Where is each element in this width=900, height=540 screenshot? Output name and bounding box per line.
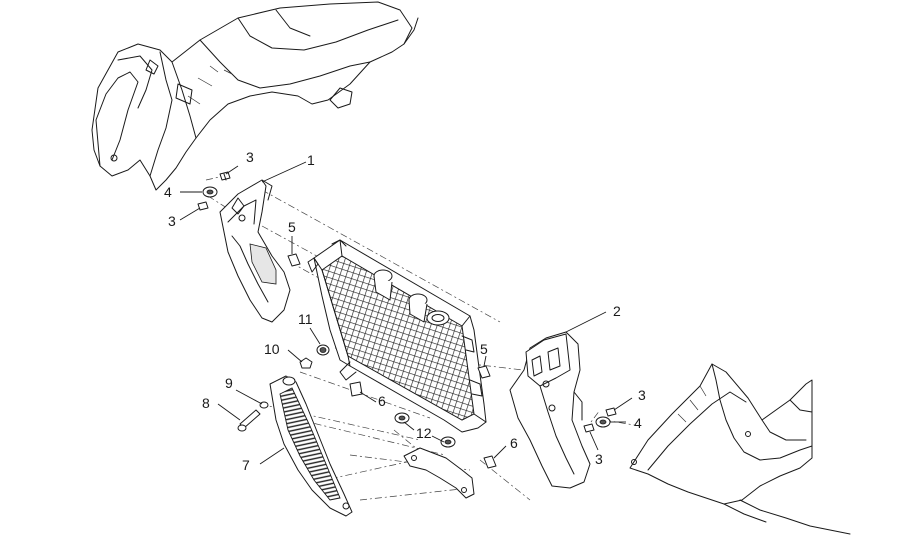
callout-11: 11 bbox=[298, 311, 313, 327]
callout-2: 2 bbox=[613, 303, 621, 319]
front-grille bbox=[269, 375, 353, 517]
callout-5-right: 5 bbox=[480, 341, 488, 357]
left-radiator-shroud bbox=[219, 179, 291, 323]
callout-3-lower-left: 3 bbox=[168, 213, 176, 229]
lower-right-fairing bbox=[629, 363, 851, 535]
radiator-core bbox=[307, 239, 487, 433]
callout-6-right: 6 bbox=[510, 435, 518, 451]
grommet-4a bbox=[202, 186, 218, 198]
clip-5b bbox=[477, 365, 491, 379]
grommet-4b bbox=[595, 416, 611, 428]
leader-lines bbox=[179, 161, 633, 465]
callout-12: 12 bbox=[416, 425, 432, 441]
washer-9 bbox=[259, 401, 269, 409]
callout-1: 1 bbox=[307, 152, 315, 168]
right-radiator-shroud bbox=[509, 331, 591, 489]
callout-9: 9 bbox=[225, 375, 233, 391]
screw-3d bbox=[583, 423, 595, 433]
clip-5a bbox=[287, 253, 301, 267]
grommet-12a bbox=[394, 412, 410, 424]
callout-3-upper-left: 3 bbox=[246, 149, 254, 165]
callout-4-left: 4 bbox=[164, 184, 172, 200]
callout-labels: 1 2 3 3 3 3 4 4 5 5 6 6 7 8 9 10 11 12 bbox=[164, 149, 646, 473]
screw-3a bbox=[219, 171, 231, 181]
clip-6a bbox=[349, 381, 363, 397]
callout-8: 8 bbox=[202, 395, 210, 411]
callout-10: 10 bbox=[264, 341, 280, 357]
lower-mounting-bracket bbox=[403, 447, 475, 499]
upper-left-fairing bbox=[91, 1, 419, 191]
hardware bbox=[197, 171, 617, 469]
callout-7: 7 bbox=[242, 457, 250, 473]
callout-3-lower-right: 3 bbox=[595, 451, 603, 467]
callout-4-right: 4 bbox=[634, 415, 642, 431]
grommet-12b bbox=[440, 436, 456, 448]
screw-8 bbox=[237, 409, 261, 432]
grommet-11 bbox=[316, 344, 330, 356]
callout-6-center: 6 bbox=[378, 393, 386, 409]
clip-6b bbox=[483, 455, 497, 469]
callout-3-upper-right: 3 bbox=[638, 387, 646, 403]
screw-3c bbox=[605, 407, 617, 417]
nut-10 bbox=[299, 357, 313, 369]
callout-5-left: 5 bbox=[288, 219, 296, 235]
